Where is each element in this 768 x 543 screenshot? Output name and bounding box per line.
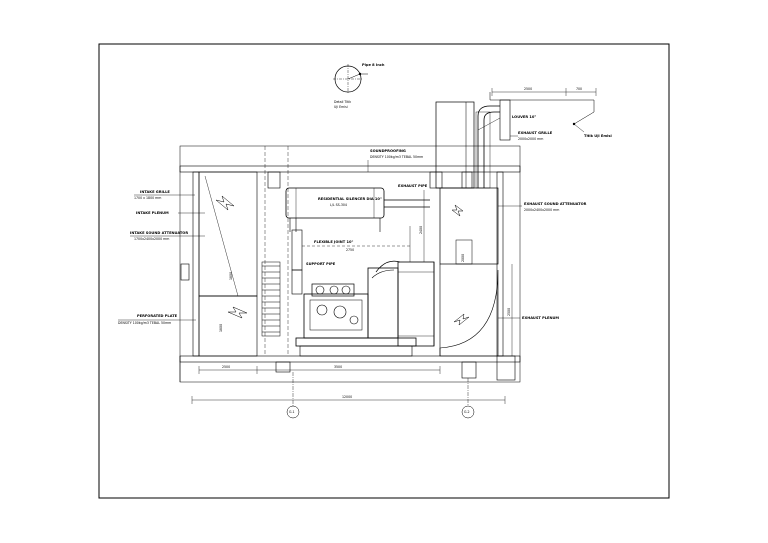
bottom-dim-left: 2500 <box>222 365 230 369</box>
exhaust-pipe-vertical <box>291 226 411 295</box>
top-dim-b: 700 <box>576 87 582 91</box>
perforated-plate-spec: DENSITY 100kg/m3 TEBAL 50mm <box>118 321 171 325</box>
intake-attenuator: 1800 1800 <box>198 171 281 357</box>
sheet-border <box>98 43 670 499</box>
intake-grille-label: INTAKE GRILLE <box>140 190 170 194</box>
generator-set <box>295 260 435 357</box>
test-point-label-1: Detail Titik <box>334 100 351 104</box>
vertical-dim-c: 2000 <box>461 254 465 262</box>
mid-width-dim: 2750 <box>346 248 354 252</box>
perforated-plate-label: PERFORATED PLATE <box>137 314 178 318</box>
top-right-notes: 2500 700 Titik Uji Emisi LOUVER 10° EXHA… <box>491 87 612 141</box>
silencer-label: RESIDENTIAL SILENCER DIA 10" <box>318 197 382 201</box>
pipe-size-label: Pipe 8 Inch <box>362 63 385 67</box>
louver-note: LOUVER 10° <box>512 115 536 119</box>
exhaust-pipe-label: EXHAUST PIPE <box>398 184 428 188</box>
exhaust-attenuator-label: EXHAUST SOUND ATTENUATOR <box>524 202 587 206</box>
vertical-dims: 2400 2500 <box>419 190 513 356</box>
intake-plenum-label: INTAKE PLENUM <box>136 211 169 215</box>
test-point-label-2: Uji Emisi <box>334 105 348 109</box>
pipe-detail: Pipe 8 Inch Detail Titik Uji Emisi <box>333 63 385 109</box>
center-labels: SOUNDPROOFING DENSITY 100kg/m3 TEBAL 50m… <box>306 149 428 266</box>
soundproofing-label: SOUNDPROOFING <box>370 149 406 153</box>
right-labels: EXHAUST SOUND ATTENUATOR 2000x2400x2000 … <box>498 202 587 320</box>
bottom-dimensions: 2500 3500 12000 G.1 G.2 <box>191 365 506 419</box>
intake-attenuator-label: INTAKE SOUND ATTENUATOR <box>130 231 188 235</box>
test-point-note: Titik Uji Emisi <box>584 134 612 138</box>
silencer <box>285 187 430 232</box>
exhaust-grille-label: EXHAUST GRILLE <box>518 131 553 135</box>
silencer-material: L/L SS-304 <box>330 203 347 207</box>
exhaust-grille-size: 2000x2000 mm <box>518 137 543 141</box>
grid-marker-g2: G.2 <box>464 410 470 414</box>
exhaust-attenuator-size: 2000x2400x2000 mm <box>524 208 559 212</box>
svg-text:1800: 1800 <box>229 272 233 280</box>
intake-grille-size: 1700 x 1800 mm <box>134 196 161 200</box>
bottom-dim-mid: 3500 <box>334 365 342 369</box>
top-dim-a: 2500 <box>524 87 532 91</box>
exhaust-side: 2000 <box>435 92 595 357</box>
svg-text:1800: 1800 <box>219 324 223 332</box>
overall-dim: 12000 <box>342 395 352 399</box>
vertical-dim-a: 2400 <box>419 226 423 234</box>
support-pipe-label: SUPPORT PIPE <box>306 262 336 266</box>
left-labels: INTAKE GRILLE 1700 x 1800 mm INTAKE PLEN… <box>118 190 205 325</box>
intake-attenuator-size: 1700x2400x2000 mm <box>134 237 169 241</box>
vertical-dim-b: 2500 <box>507 308 511 316</box>
soundproofing-spec: DENSITY 100kg/m3 TEBAL 50mm <box>370 155 423 159</box>
flexible-joint-label: FLEXIBLE JOINT 10" <box>314 240 353 244</box>
exhaust-plenum-label: EXHAUST PLENUM <box>522 316 559 320</box>
grid-marker-g1: G.1 <box>289 410 295 414</box>
